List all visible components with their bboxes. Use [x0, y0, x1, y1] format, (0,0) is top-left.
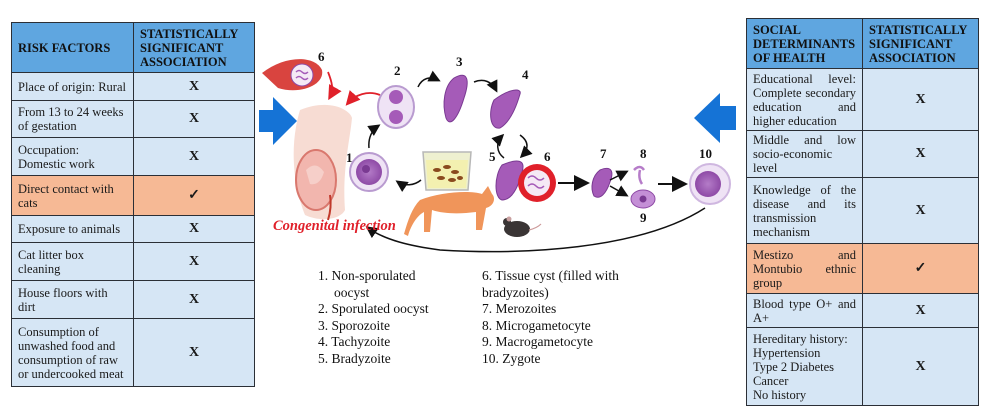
table-row: Consumption of unwashed food and consump… — [11, 318, 255, 387]
stage-number-3: 3 — [456, 54, 463, 69]
red-arrow-icon — [345, 90, 381, 106]
legend-item: 10. Zygote — [482, 350, 541, 366]
red-arrow-icon — [327, 71, 342, 101]
table-row-highlighted: Direct contact with cats ✓ — [11, 175, 255, 216]
association-cell: X — [133, 318, 255, 387]
mouse-icon — [503, 216, 542, 237]
blue-arrow-left-icon — [694, 93, 736, 143]
stage-number-6-top: 6 — [318, 49, 325, 64]
factor-cell: From 13 to 24 weeks of gestation — [11, 100, 134, 138]
risk-factors-header: RISK FACTORS — [11, 22, 134, 73]
arrow-icon — [519, 134, 533, 159]
association-header: STATISTICALLY SIGNIFICANT ASSOCIATION — [133, 22, 255, 73]
table-row: House floors with dirt X — [11, 280, 255, 319]
association-cell: X — [862, 68, 979, 131]
stage-number-6: 6 — [544, 149, 551, 164]
legend-item: 7. Merozoites — [482, 301, 557, 317]
association-cell: X — [862, 293, 979, 328]
legend-item: 8. Microgametocyte — [482, 317, 591, 333]
congenital-infection-label: Congenital infection — [273, 218, 396, 234]
table-row: Educational level: Complete secondary ed… — [746, 68, 979, 131]
table-row: Cat litter box cleaning X — [11, 242, 255, 281]
arrow-icon — [367, 124, 381, 149]
stage-number-1: 1 — [346, 150, 353, 165]
association-cell: X — [862, 327, 979, 406]
factor-cell: Hereditary history: Hypertension Type 2 … — [746, 327, 863, 406]
factor-cell: Cat litter box cleaning — [11, 242, 134, 281]
legend-item: 4. Tachyzoite — [318, 334, 391, 350]
association-cell: X — [133, 242, 255, 281]
factor-cell: Direct contact with cats — [11, 175, 134, 216]
factor-cell: Exposure to animals — [11, 215, 134, 243]
legend-item: 3. Sporozoite — [318, 317, 390, 333]
factor-cell: Middle and low socio-economic level — [746, 130, 863, 178]
legend-item: oocyst — [334, 284, 370, 300]
arrow-icon — [395, 179, 422, 192]
factor-cell: Educational level: Complete secondary ed… — [746, 68, 863, 131]
return-arrow-icon — [365, 207, 706, 253]
factor-cell: Consumption of unwashed food and consump… — [11, 318, 134, 387]
stage-number-9: 9 — [640, 210, 647, 225]
stage-number-10: 10 — [699, 146, 712, 161]
association-cell: X — [133, 215, 255, 243]
arrow-icon — [609, 170, 629, 182]
factor-cell: House floors with dirt — [11, 280, 134, 319]
table-row: Middle and low socio-economic level X — [746, 130, 979, 178]
legend-item: bradyzoites) — [482, 284, 549, 300]
risk-factors-table: RISK FACTORS STATISTICALLY SIGNIFICANT A… — [11, 22, 255, 387]
association-cell: X — [862, 130, 979, 178]
arrow-icon — [491, 133, 505, 159]
legend-item: 1. Non-sporulated — [318, 268, 416, 283]
blue-arrow-right-icon — [259, 97, 297, 145]
arrow-icon — [417, 70, 441, 88]
association-cell: X — [133, 137, 255, 176]
association-header: STATISTICALLY SIGNIFICANT ASSOCIATION — [862, 18, 979, 69]
stage-number-4: 4 — [522, 67, 529, 82]
pregnant-woman-icon — [293, 104, 352, 221]
check-mark: ✓ — [133, 175, 255, 216]
legend-left: 1. Non-sporulated oocyst 2. Sporulated o… — [318, 268, 429, 368]
association-cell: X — [133, 72, 255, 101]
association-cell: X — [133, 100, 255, 138]
arrow-icon — [609, 185, 629, 197]
association-cell: X — [862, 177, 979, 244]
table-row: Exposure to animals X — [11, 215, 255, 243]
table-row: Knowledge of the disease and its transmi… — [746, 177, 979, 244]
legend-item: 6. Tissue cyst (filled with — [482, 268, 619, 283]
stage-number-2: 2 — [394, 63, 401, 78]
stage-number-8: 8 — [640, 146, 647, 161]
table-row: Hereditary history: Hypertension Type 2 … — [746, 327, 979, 406]
table-row: Place of origin: Rural X — [11, 72, 255, 101]
legend-right: 6. Tissue cyst (filled with bradyzoites)… — [482, 268, 619, 368]
legend-item: 9. Macrogametocyte — [482, 334, 593, 350]
table-row: From 13 to 24 weeks of gestation X — [11, 100, 255, 138]
social-determinants-table: SOCIAL DETERMINANTS OF HEALTH STATISTICA… — [746, 18, 979, 406]
check-mark: ✓ — [862, 243, 979, 294]
stage-number-7: 7 — [600, 146, 607, 161]
litter-box-icon — [422, 151, 472, 191]
factor-cell: Place of origin: Rural — [11, 72, 134, 101]
factor-cell: Knowledge of the disease and its transmi… — [746, 177, 863, 244]
cat-icon — [404, 186, 494, 236]
arrow-icon — [473, 79, 498, 93]
stage-number-5: 5 — [489, 149, 496, 164]
social-determinants-header: SOCIAL DETERMINANTS OF HEALTH — [746, 18, 863, 69]
association-cell: X — [133, 280, 255, 319]
legend-item: 5. Bradyzoite — [318, 350, 391, 366]
legend-item: 2. Sporulated oocyst — [318, 301, 429, 317]
muscle-tissue-cyst-icon — [262, 59, 323, 91]
